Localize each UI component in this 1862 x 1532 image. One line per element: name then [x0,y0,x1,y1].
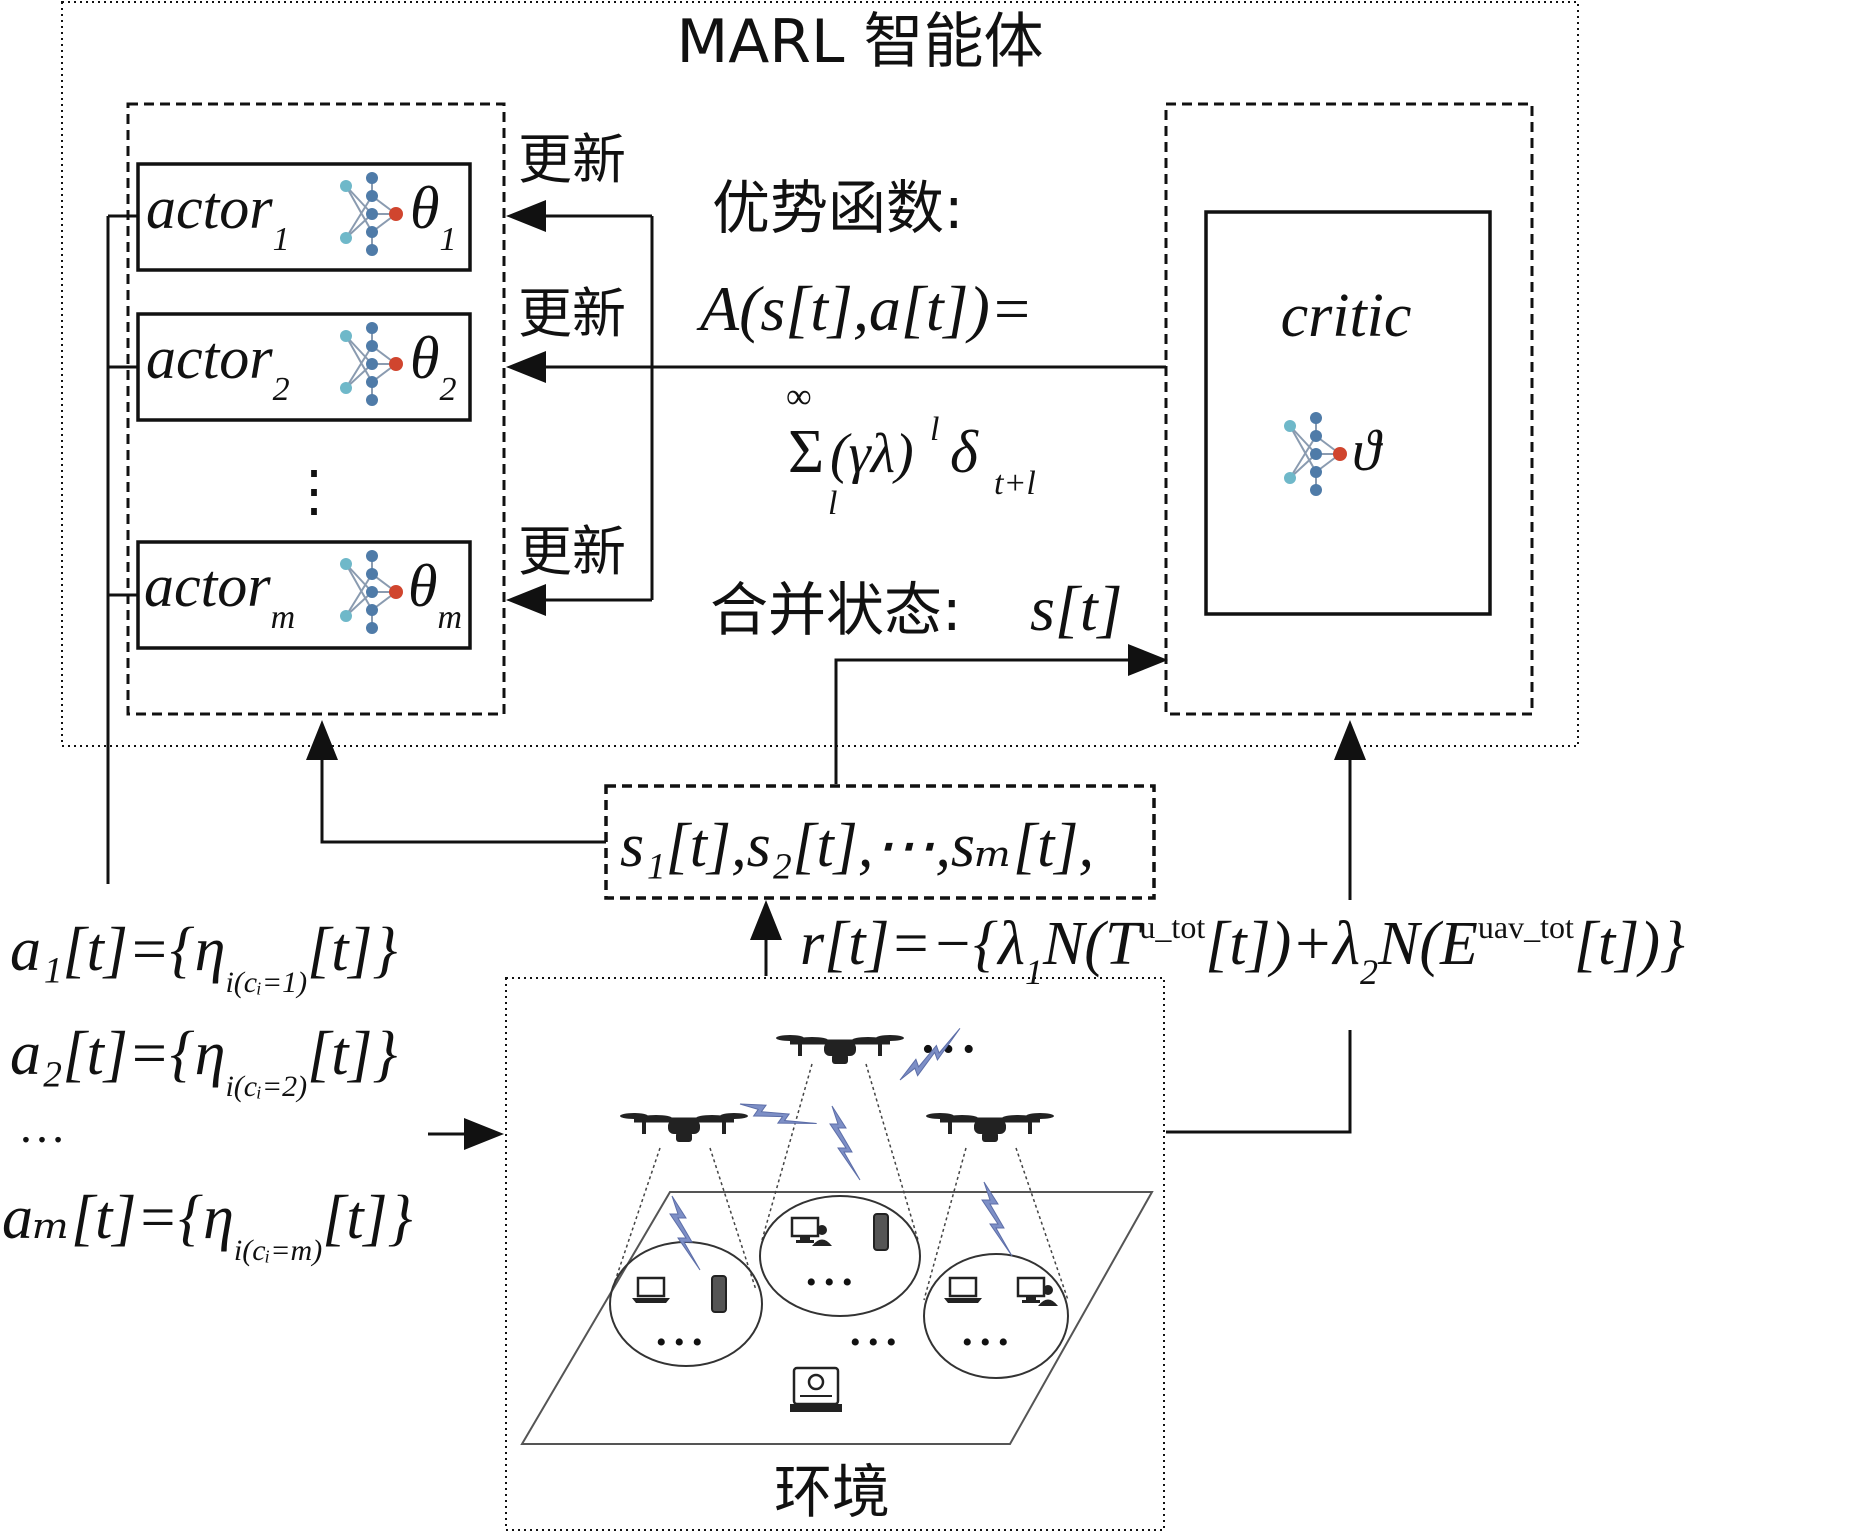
svg-text:t+l: t+l [994,465,1036,502]
critic-box [1204,210,1492,616]
bolt-icon [669,1195,701,1271]
actor-2-label: actor2 [146,325,290,408]
advantage-formula-lhs: A(s[t],a[t])= [696,273,1033,344]
drone-icon-3 [926,1113,1054,1142]
merged-state-arrow [834,644,1168,784]
svg-text:l: l [930,411,939,448]
devices-ellipsis-1: • • • [656,1326,703,1359]
reward-formula: r[t]=−{λ1N(Tu_tot[t])+λ2N(Euav_tot[t])} [800,909,1685,992]
marl-agent-box [61,1,1579,747]
states-value: s₁[t],s₂[t],⋯,sₘ[t], [620,812,1094,880]
update-label-1: 更新 [518,128,626,191]
actor-1-param: θ1 [410,175,456,258]
bolt-icon [981,1181,1013,1257]
bolt-icon [829,1105,861,1181]
action-list: a₁[t]={ηi(cᵢ=1)[t]} a₂[t]={ηi(cᵢ=2)[t]} … [2,916,413,1267]
coverage-area-2 [759,1195,921,1317]
actors-ellipsis: ⋮ [286,461,342,523]
svg-text:Σ: Σ [788,418,824,486]
merged-state-value: s[t] [1030,573,1123,644]
merged-state-label: 合并状态: [710,576,962,644]
action-1: a₁[t]={ηi(cᵢ=1)[t]} [10,916,398,999]
critic-param: ϑ [1352,418,1384,483]
action-2: a₂[t]={ηi(cᵢ=2)[t]} [10,1020,398,1103]
critic-network-icon [1283,411,1348,497]
drones-ellipsis: • • • [922,1031,975,1068]
advantage-label: 优势函数: [712,174,964,242]
drone-icon-2 [776,1035,904,1064]
drone-icon-1 [620,1113,748,1142]
svg-text:∞: ∞ [786,376,812,416]
desktop-user-icon [1016,1276,1060,1308]
laptop-icon [630,1276,672,1305]
actor-2-param: θ2 [410,325,456,408]
update-label-m: 更新 [518,520,626,583]
phone-icon [873,1213,889,1251]
actor-2-network-icon [339,321,404,407]
actor-1-network-icon [339,171,404,257]
devices-ellipsis-3: • • • [962,1326,1009,1359]
desktop-user-icon [790,1216,834,1248]
coverage-area-3 [923,1253,1069,1379]
update-label-2: 更新 [518,282,626,345]
svg-text:l: l [828,485,837,522]
laptop-icon [942,1276,984,1305]
phone-icon [711,1275,727,1313]
svg-text:δ: δ [950,419,979,485]
actor-m-network-icon [339,549,404,635]
actor-1-label: actor1 [146,175,290,258]
advantage-sum: ∞ Σ (γλ) l δ t+l l [786,376,1036,522]
actor-m-param: θm [408,553,462,636]
coverage-cones [611,1063,1069,1301]
ground-plane [520,1191,1154,1445]
environment-label: 环境 [774,1458,890,1526]
critic-group-box [1164,102,1534,716]
base-station-icon [790,1366,842,1412]
actor-m-label: actorm [144,553,295,636]
bolt-icon [738,1080,818,1149]
env-reward-line [1166,1030,1352,1134]
states-to-actors-arrow [306,720,606,844]
actor-group-box [126,102,506,716]
svg-text:(γλ): (γλ) [830,423,914,485]
critic-label: critic [1281,282,1412,350]
actions-ellipsis: … [18,1100,66,1153]
devices-ellipsis-2: • • • [806,1266,853,1299]
environment-box [505,977,1165,1531]
action-m: aₘ[t]={ηi(cᵢ=m)[t]} [2,1184,413,1267]
marl-title: MARL 智能体 [676,7,1043,77]
ground-ellipsis: • • • [850,1326,897,1359]
